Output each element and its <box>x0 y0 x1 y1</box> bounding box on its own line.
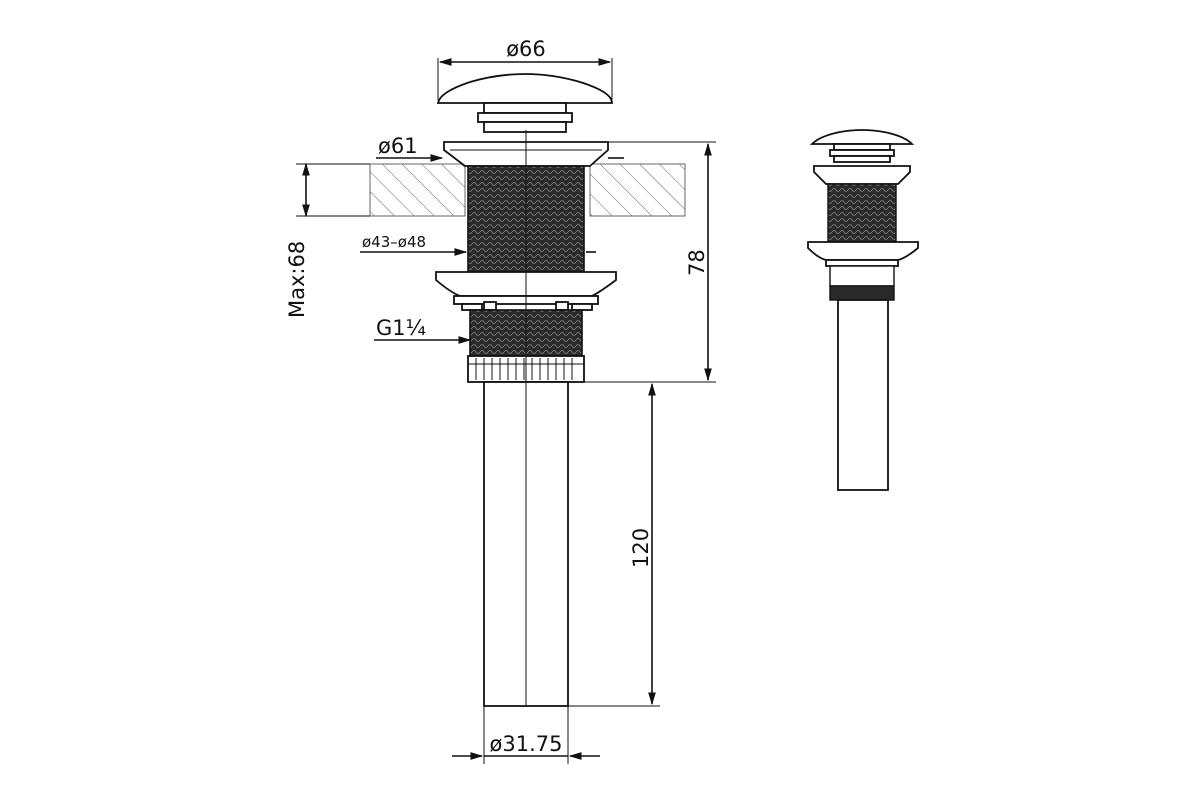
label-thread: G1¼ <box>376 316 426 340</box>
label-max-thickness: Max:68 <box>285 241 309 318</box>
dim-max-thickness: Max:68 <box>285 162 370 318</box>
side-tailpiece <box>837 299 889 491</box>
knurl-lines <box>475 358 573 380</box>
cap-stem-ring-2 <box>483 121 567 133</box>
washer-lug-left <box>483 301 497 311</box>
label-body-height: 78 <box>685 249 709 276</box>
side-washer <box>807 241 919 261</box>
dim-hole-range: ø43–ø48 <box>360 233 596 256</box>
label-cap-diameter: ø66 <box>506 37 546 61</box>
drain-cap <box>436 73 613 104</box>
washer-lug-right <box>555 301 569 311</box>
label-tail-length: 120 <box>629 528 653 568</box>
dim-cap-diameter: ø66 <box>437 37 613 100</box>
side-view-drain <box>807 129 919 491</box>
label-hole-range: ø43–ø48 <box>362 233 426 251</box>
dim-thread: G1¼ <box>374 316 472 344</box>
dim-flange-diameter: ø61 <box>376 134 624 162</box>
dim-body-height: 78 <box>584 141 716 383</box>
label-tail-diameter: ø31.75 <box>490 732 563 756</box>
main-drain-view <box>435 73 617 707</box>
label-flange-diameter: ø61 <box>378 134 418 158</box>
cap-stem-top <box>483 102 567 114</box>
side-flange <box>813 165 911 185</box>
side-thread <box>827 183 897 243</box>
countertop-section <box>369 163 686 217</box>
cap-stem-ring <box>477 112 573 123</box>
countertop-right <box>589 163 686 217</box>
countertop-left <box>369 163 466 217</box>
dim-tail-diameter: ø31.75 <box>452 706 600 764</box>
dim-tail-length: 120 <box>568 382 660 707</box>
side-cap <box>809 129 915 145</box>
